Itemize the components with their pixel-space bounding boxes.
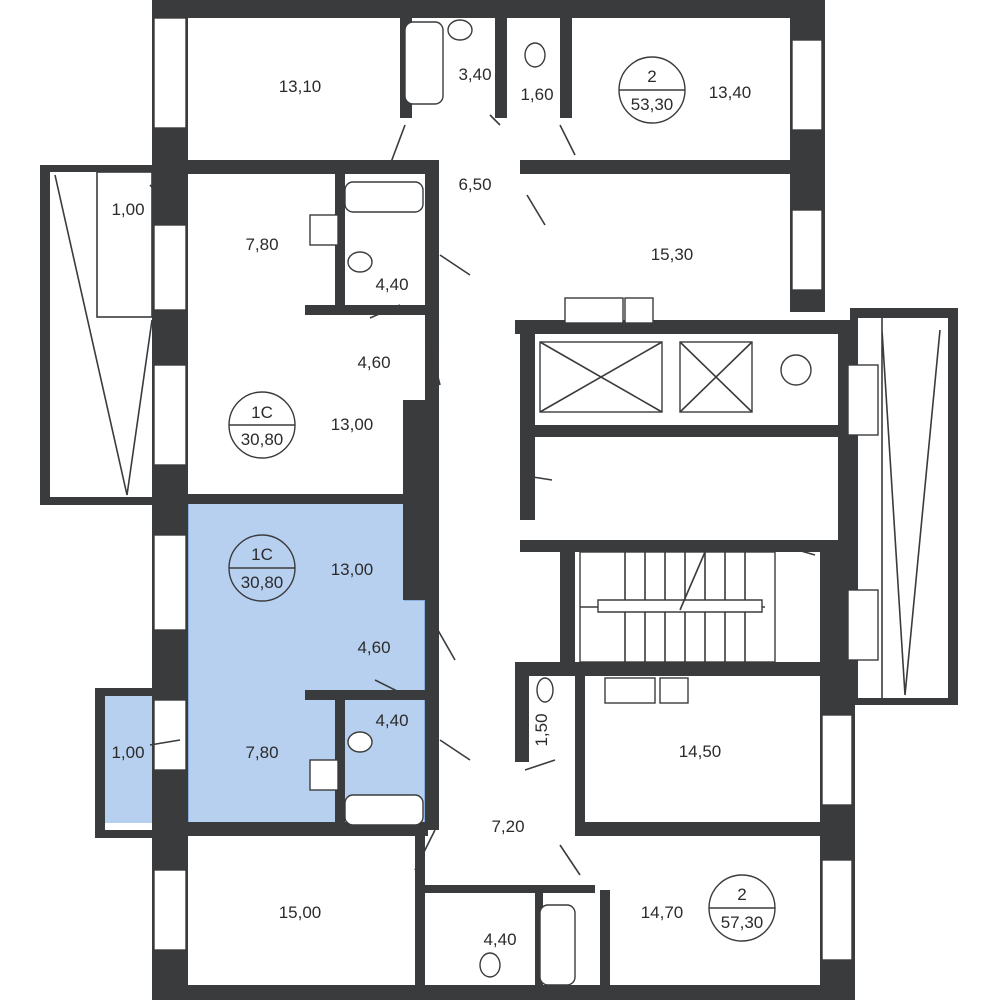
doors — [149, 114, 816, 876]
counter-icon — [564, 297, 624, 324]
room-area: 15,00 — [279, 903, 322, 922]
elevators — [539, 341, 812, 413]
apartment-marker-4[interactable]: 2 57,30 — [708, 874, 776, 942]
apartment-type: 1C — [251, 403, 273, 422]
room-area: 1,00 — [111, 743, 144, 762]
apartment-type: 2 — [737, 885, 746, 904]
room-area: 4,60 — [357, 353, 390, 372]
apartment-marker-3[interactable]: 1C 30,80 — [228, 534, 296, 602]
room-area: 4,60 — [357, 638, 390, 657]
room-area: 4,40 — [375, 275, 408, 294]
windows — [153, 17, 879, 961]
toilet-icon — [524, 42, 546, 68]
stove-icon — [659, 677, 689, 704]
room-area: 14,70 — [641, 903, 684, 922]
room-area: 7,20 — [491, 817, 524, 836]
room-area: 1,60 — [520, 85, 553, 104]
bathtub-icon — [539, 904, 576, 986]
room-area: 1,50 — [532, 713, 551, 746]
staircase — [579, 551, 776, 663]
apartment-marker-2[interactable]: 1C 30,80 — [228, 391, 296, 459]
apartment-type: 2 — [647, 67, 656, 86]
apartment-total-area: 53,30 — [631, 95, 674, 114]
room-area: 13,10 — [279, 77, 322, 96]
walls — [152, 0, 855, 1000]
apartment-total-area: 30,80 — [241, 430, 284, 449]
room-area: 1,00 — [111, 200, 144, 219]
fixtures — [309, 19, 689, 986]
balcony-small — [95, 688, 155, 838]
sink-icon — [447, 19, 473, 41]
stove-icon — [309, 214, 339, 246]
toilet-icon — [536, 677, 554, 703]
room-area: 7,80 — [245, 235, 278, 254]
apartment-type: 1C — [251, 545, 273, 564]
room-area: 13,40 — [709, 83, 752, 102]
room-area: 14,50 — [679, 742, 722, 761]
toilet-icon — [347, 251, 373, 273]
balcony-left — [40, 165, 155, 505]
room-area: 13,00 — [331, 415, 374, 434]
bathtub-icon — [344, 794, 424, 826]
room-area: 3,40 — [458, 65, 491, 84]
toilet-icon — [347, 731, 373, 753]
room-area: 4,40 — [483, 930, 516, 949]
stove-icon — [624, 297, 654, 324]
apartment-total-area: 30,80 — [241, 573, 284, 592]
room-area: 15,30 — [651, 245, 694, 264]
bathtub-icon — [344, 181, 424, 213]
apartment-total-area: 57,30 — [721, 913, 764, 932]
room-area: 13,00 — [331, 560, 374, 579]
stove-icon — [309, 759, 339, 791]
room-area: 7,80 — [245, 743, 278, 762]
room-area: 4,40 — [375, 711, 408, 730]
toilet-icon — [479, 952, 501, 978]
bathtub-icon — [404, 21, 444, 105]
apartment-marker-1[interactable]: 2 53,30 — [618, 56, 686, 124]
counter-icon — [604, 677, 656, 704]
room-labels: 13,10 3,40 1,60 13,40 6,50 15,30 1,00 7,… — [111, 65, 751, 949]
room-area: 6,50 — [458, 175, 491, 194]
